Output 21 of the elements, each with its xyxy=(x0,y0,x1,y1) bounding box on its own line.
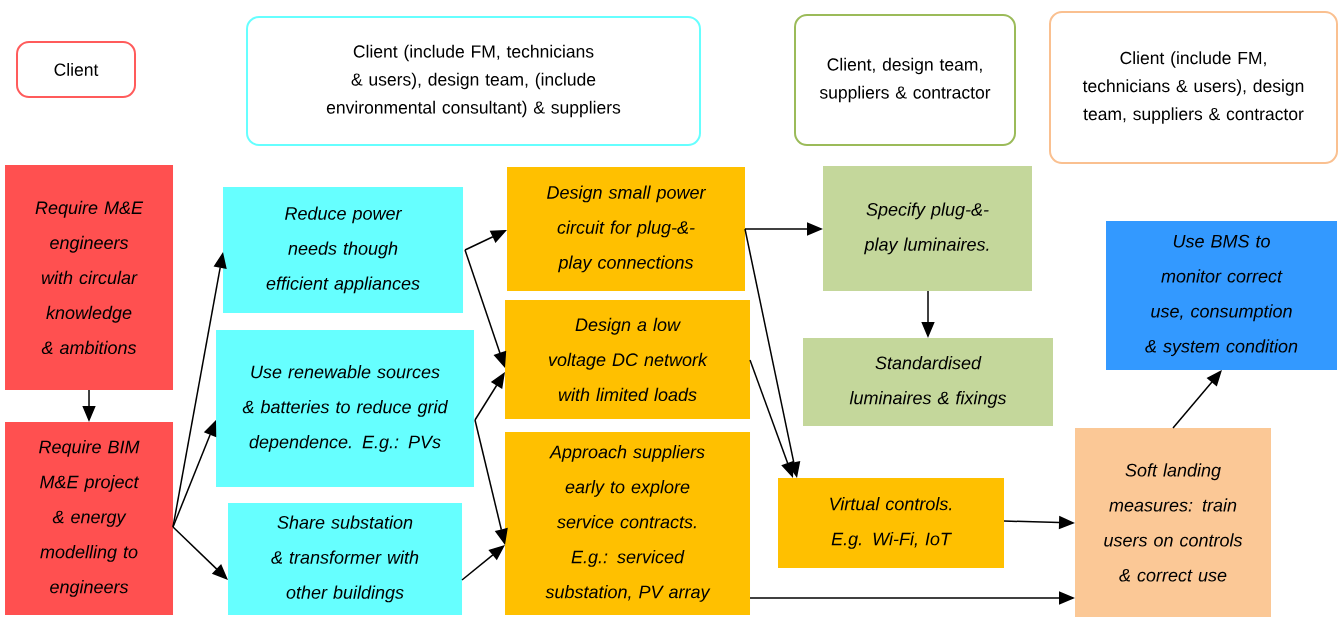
stakeholder-box: Client xyxy=(16,41,136,98)
arrow xyxy=(474,372,505,421)
action-box: Approach suppliers early to explore service contracts. E.g.: serviced substation, PV array xyxy=(505,432,750,615)
action-box: Require BIM M&E project & energy modelling to engineers xyxy=(5,422,173,615)
action-box: Soft landing measures: train users on controls & correct use xyxy=(1075,428,1271,617)
action-box: Use BMS to monitor correct use, consumption & system condition xyxy=(1106,221,1337,370)
action-box: Design small power circuit for plug-&-play connections xyxy=(507,167,745,291)
action-box: Standardised luminaires & fixings xyxy=(803,338,1053,426)
stakeholder-box: Client (include FM, technicians & users), design team, (include environmental consultant) & suppliers xyxy=(246,16,701,146)
stakeholder-box: Client, design team, suppliers & contractor xyxy=(794,14,1016,146)
action-box: Require M&E engineers with circular knowledge & ambitions xyxy=(5,165,173,390)
action-box: Design a low voltage DC network with limited loads xyxy=(505,300,750,419)
arrow xyxy=(172,526,228,580)
stakeholder-box: Client (include FM, technicians & users), design team, suppliers & contractor xyxy=(1049,11,1338,164)
action-box: Virtual controls. E.g. Wi-Fi, IoT xyxy=(778,478,1004,568)
arrow xyxy=(461,545,505,581)
action-box: Specify plug-&-play luminaires. xyxy=(823,166,1032,291)
action-box: Reduce power needs though efficient appliances xyxy=(223,187,463,313)
action-box: Share substation & transformer with other buildings xyxy=(228,503,462,615)
action-box: Use renewable sources & batteries to reduce grid dependence. E.g.: PVs xyxy=(216,330,474,487)
arrow xyxy=(1172,370,1222,429)
